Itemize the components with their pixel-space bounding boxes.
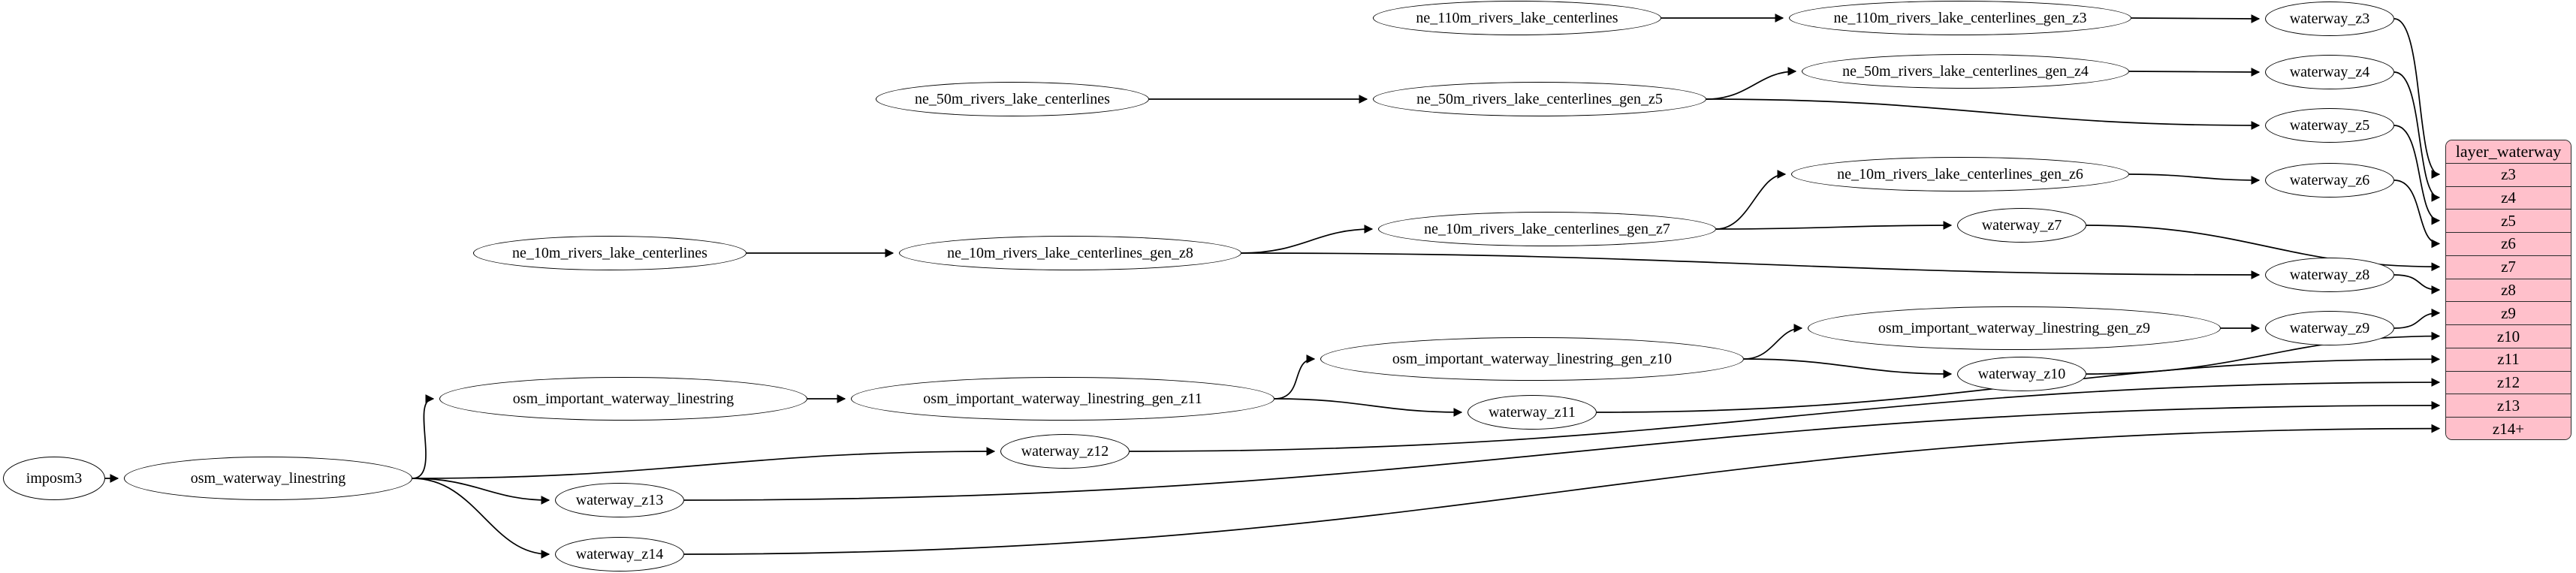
graph-node-osm-important-waterway-linestring[interactable]: osm_important_waterway_linestring [439,377,807,421]
graph-node-label: osm_important_waterway_linestring_gen_z1… [923,391,1202,407]
graph-node-label: waterway_z7 [1981,217,2062,234]
graph-edge [683,424,2441,555]
graph-node-waterway-z8[interactable]: waterway_z8 [2265,258,2394,292]
graph-edge [1715,221,1953,230]
layer-waterway-row-z7[interactable]: z7 [2446,255,2571,279]
graph-node-label: waterway_z12 [1021,443,1109,460]
graph-node-ne-50m-rivers-lake-centerlines[interactable]: ne_50m_rivers_lake_centerlines [876,82,1149,116]
graph-node-label: ne_10m_rivers_lake_centerlines_gen_z7 [1424,221,1670,237]
graph-node-label: ne_110m_rivers_lake_centerlines [1416,10,1618,26]
graph-node-label: waterway_z9 [2289,320,2370,336]
graph-edge [2394,274,2441,294]
graph-node-ne-110m-rivers-lake-centerlines-gen-z3[interactable]: ne_110m_rivers_lake_centerlines_gen_z3 [1789,1,2131,35]
graph-edge [2394,179,2441,249]
graph-node-label: ne_50m_rivers_lake_centerlines [915,91,1110,107]
graph-edge [1241,252,2261,279]
graph-node-label: osm_important_waterway_linestring_gen_z9 [1878,320,2151,336]
graph-node-label: osm_waterway_linestring [190,470,346,487]
graph-node-osm-important-waterway-linestring-gen-z11[interactable]: osm_important_waterway_linestring_gen_z1… [851,377,1274,421]
graph-node-label: ne_10m_rivers_lake_centerlines_gen_z8 [947,245,1193,261]
graph-edge [412,394,435,479]
graph-edge [412,447,996,479]
graph-edge [2394,125,2441,225]
graph-node-waterway-z13[interactable]: waterway_z13 [555,483,684,517]
graph-node-waterway-z11[interactable]: waterway_z11 [1467,395,1597,430]
graph-node-label: waterway_z14 [575,546,664,562]
graph-node-ne-110m-rivers-lake-centerlines[interactable]: ne_110m_rivers_lake_centerlines [1373,1,1661,35]
graph-node-label: ne_50m_rivers_lake_centerlines_gen_z5 [1416,91,1663,107]
layer-waterway-row-z13[interactable]: z13 [2446,394,2571,418]
layer-waterway-table-header: layer_waterway [2446,140,2571,164]
layer-waterway-row-z11[interactable]: z11 [2446,348,2571,372]
graph-edge [2394,308,2441,329]
graph-edge [1274,398,1463,417]
graph-node-ne-10m-rivers-lake-centerlines[interactable]: ne_10m_rivers_lake_centerlines [473,236,747,270]
graph-node-ne-10m-rivers-lake-centerlines-gen-z6[interactable]: ne_10m_rivers_lake_centerlines_gen_z6 [1791,157,2129,192]
graph-node-waterway-z5[interactable]: waterway_z5 [2265,108,2394,143]
graph-edge [1743,358,1953,378]
graph-node-waterway-z7[interactable]: waterway_z7 [1957,208,2086,243]
graph-node-label: waterway_z8 [2289,267,2370,283]
graph-edge [1129,378,2441,452]
layer-waterway-row-z6[interactable]: z6 [2446,233,2571,256]
graph-edge [683,400,2441,501]
layer-waterway-row-z3[interactable]: z3 [2446,163,2571,187]
graph-edge [2131,14,2261,23]
graph-node-ne-50m-rivers-lake-centerlines-gen-z4[interactable]: ne_50m_rivers_lake_centerlines_gen_z4 [1802,54,2129,89]
graph-edge [1743,324,1803,360]
graph-node-osm-important-waterway-linestring-gen-z9[interactable]: osm_important_waterway_linestring_gen_z9 [1808,306,2221,350]
graph-node-ne-10m-rivers-lake-centerlines-gen-z8[interactable]: ne_10m_rivers_lake_centerlines_gen_z8 [899,236,1241,270]
graph-node-waterway-z4[interactable]: waterway_z4 [2265,55,2394,89]
graph-node-label: ne_50m_rivers_lake_centerlines_gen_z4 [1842,63,2089,80]
layer-waterway-row-z12[interactable]: z12 [2446,371,2571,395]
layer-waterway-row-z5[interactable]: z5 [2446,210,2571,234]
graph-edge [2086,225,2441,272]
graph-node-label: waterway_z3 [2289,11,2370,27]
graph-node-waterway-z6[interactable]: waterway_z6 [2265,163,2394,198]
graph-edge [1715,170,1787,230]
graph-node-ne-50m-rivers-lake-centerlines-gen-z5[interactable]: ne_50m_rivers_lake_centerlines_gen_z5 [1373,82,1706,116]
layer-waterway-row-z8[interactable]: z8 [2446,279,2571,303]
layer-waterway-row-z14plus[interactable]: z14+ [2446,418,2571,439]
graph-edge [2128,173,2261,185]
graph-edge [2128,68,2261,77]
graph-node-osm-important-waterway-linestring-gen-z10[interactable]: osm_important_waterway_linestring_gen_z1… [1320,337,1744,381]
graph-node-waterway-z12[interactable]: waterway_z12 [1000,434,1130,469]
graph-node-label: osm_important_waterway_linestring_gen_z1… [1392,351,1673,367]
graph-node-waterway-z3[interactable]: waterway_z3 [2265,2,2394,36]
graph-node-waterway-z9[interactable]: waterway_z9 [2265,311,2394,345]
graph-node-label: imposm3 [26,470,83,487]
graph-node-ne-10m-rivers-lake-centerlines-gen-z7[interactable]: ne_10m_rivers_lake_centerlines_gen_z7 [1378,212,1716,246]
layer-waterway-row-z9[interactable]: z9 [2446,302,2571,326]
graph-edge [1706,98,2261,130]
graph-node-label: ne_110m_rivers_lake_centerlines_gen_z3 [1833,10,2087,26]
graph-node-label: ne_10m_rivers_lake_centerlines_gen_z6 [1837,166,2083,182]
graph-node-label: waterway_z10 [1977,366,2066,382]
graph-edge [412,478,550,505]
graph-node-waterway-z10[interactable]: waterway_z10 [1957,357,2086,391]
graph-edge [2394,71,2441,202]
graph-node-waterway-z14[interactable]: waterway_z14 [555,537,684,571]
graph-node-label: waterway_z4 [2289,64,2370,80]
graph-edge [1706,67,1797,100]
layer-waterway-row-z4[interactable]: z4 [2446,186,2571,210]
graph-node-label: waterway_z6 [2289,172,2370,188]
graph-node-label: waterway_z11 [1489,404,1576,421]
graph-node-label: waterway_z5 [2289,117,2370,134]
graph-node-imposm3[interactable]: imposm3 [3,457,105,500]
graph-edge [2394,18,2441,179]
graph-edge [412,478,550,559]
graph-node-label: waterway_z13 [575,492,664,508]
graph-edge [1274,354,1316,400]
graph-node-label: ne_10m_rivers_lake_centerlines [512,245,707,261]
graph-edge [1241,225,1374,254]
graph-node-label: osm_important_waterway_linestring [512,391,734,407]
graph-node-osm-waterway-linestring[interactable]: osm_waterway_linestring [124,457,412,500]
layer-waterway-row-z10[interactable]: z10 [2446,325,2571,348]
